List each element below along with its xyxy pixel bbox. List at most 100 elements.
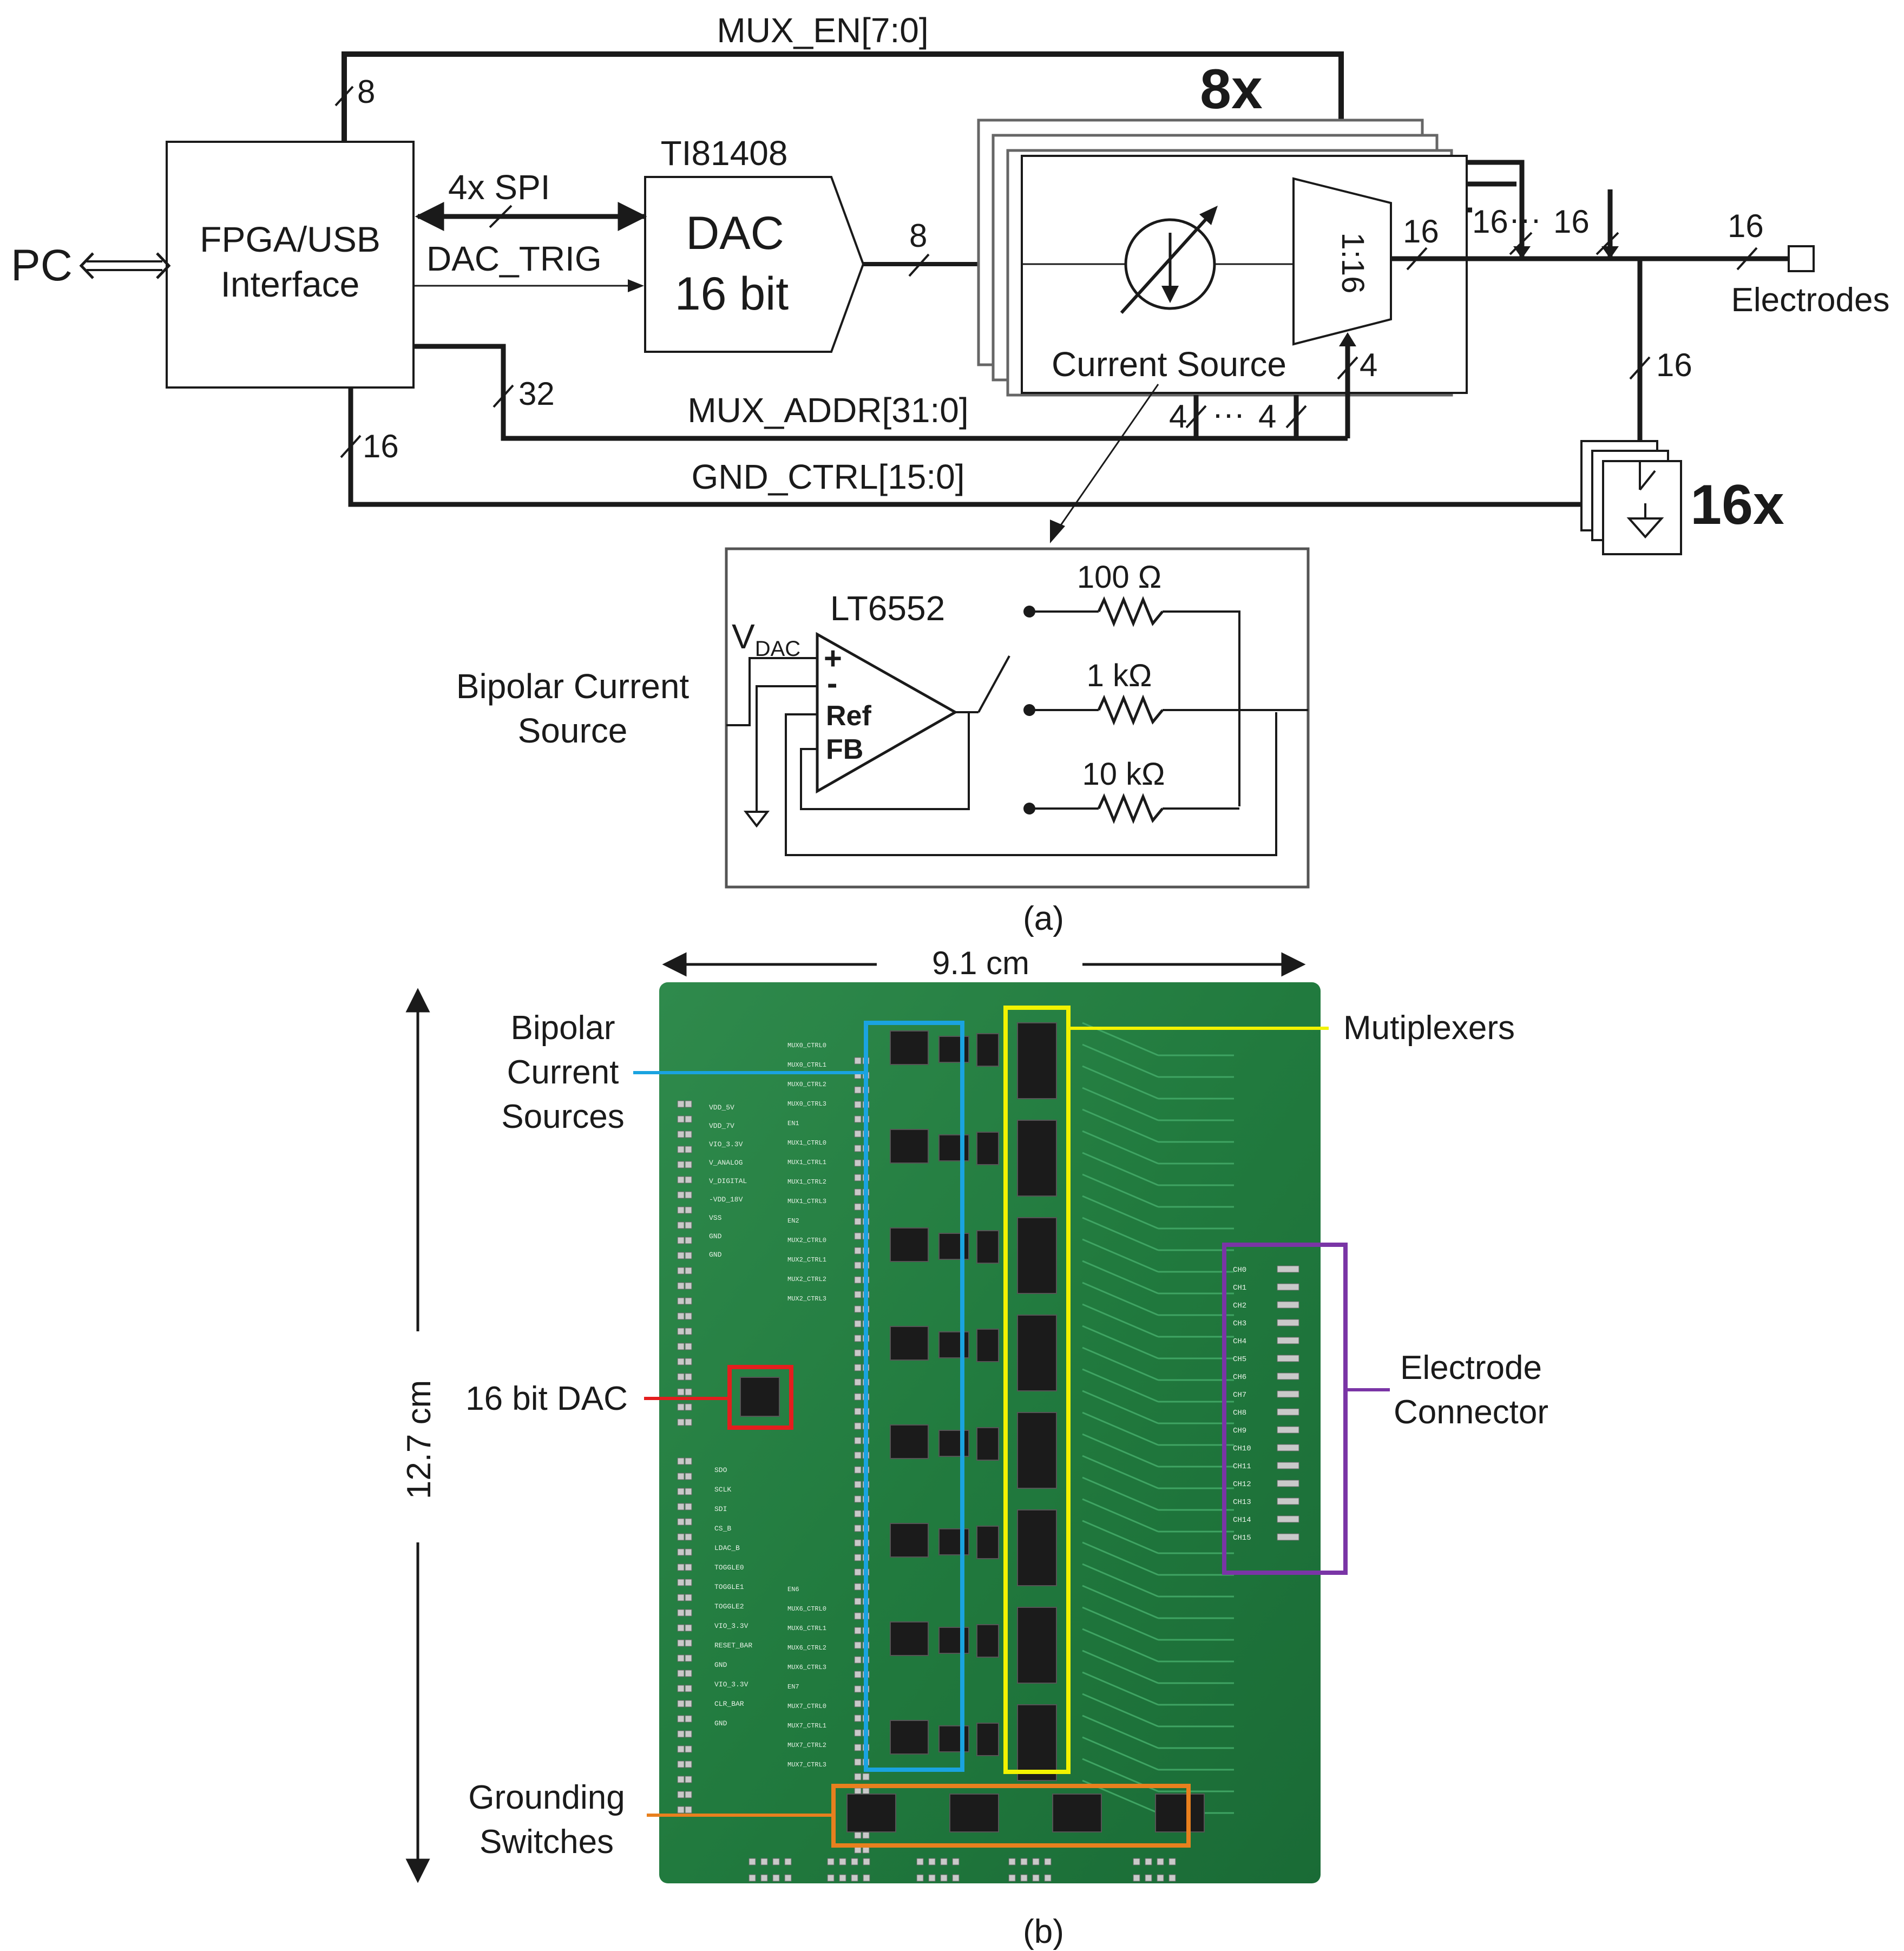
control-pin-header xyxy=(854,1276,862,1284)
left-pin-header xyxy=(677,1473,685,1480)
pcb-trace xyxy=(1082,1260,1159,1295)
control-pin-header xyxy=(854,1232,862,1240)
channel-label: CH4 xyxy=(1233,1337,1246,1346)
bottom-pin-header xyxy=(863,1858,870,1865)
left-pin-header xyxy=(677,1715,685,1723)
left-pin-header xyxy=(677,1297,685,1305)
label-electrode-line2: Connector xyxy=(1394,1394,1548,1431)
control-pin-header xyxy=(854,1627,862,1634)
bottom-pin-header xyxy=(1157,1874,1164,1882)
left-pin-header xyxy=(685,1685,692,1692)
left-pin-header xyxy=(685,1579,692,1586)
control-pin-header xyxy=(854,1656,862,1664)
left-pin-header xyxy=(677,1670,685,1677)
control-pin-header xyxy=(854,1598,862,1605)
left-pin-header xyxy=(685,1791,692,1798)
pcb-trace xyxy=(1082,1606,1159,1641)
dac-chip xyxy=(740,1377,780,1417)
channel-label: CH5 xyxy=(1233,1355,1246,1364)
bottom-pin-header xyxy=(1032,1874,1040,1882)
left-pin-header xyxy=(685,1358,692,1365)
mux-addr-label: MUX_ADDR[31:0] xyxy=(687,391,968,430)
label-bipolar-line3: Sources xyxy=(501,1098,624,1135)
silkscreen-label: SDO xyxy=(714,1466,727,1474)
silkscreen-label: GND xyxy=(714,1719,727,1727)
left-pin-header xyxy=(677,1624,685,1632)
label-bipolar-line1: Bipolar xyxy=(511,1009,615,1047)
caption-b: (b) xyxy=(1023,1913,1064,1950)
left-pin-header xyxy=(677,1221,685,1229)
channel-label: CH10 xyxy=(1233,1444,1251,1453)
silkscreen-label: MUX0_CTRL0 xyxy=(787,1042,826,1049)
silkscreen-label: VIO_3.3V xyxy=(714,1680,749,1689)
left-pin-header xyxy=(685,1594,692,1601)
bottom-pin-header xyxy=(1032,1858,1040,1865)
left-pin-header xyxy=(677,1115,685,1123)
bipolar-source-inset: Bipolar Current Source LT6552 VDAC + - R… xyxy=(456,547,1310,889)
left-pin-header xyxy=(685,1457,692,1465)
bottom-pin-header xyxy=(827,1858,835,1865)
jumper-component xyxy=(976,1329,999,1362)
channel-label: CH2 xyxy=(1233,1302,1246,1310)
label-grounding-line1: Grounding xyxy=(468,1779,625,1816)
control-pin-header xyxy=(854,1583,862,1591)
silkscreen-label: MUX2_CTRL0 xyxy=(787,1237,826,1244)
channel-multiplier: 8x xyxy=(1200,58,1263,121)
pcb-trace xyxy=(1082,1736,1159,1771)
silkscreen-label: -VDD_18V xyxy=(709,1195,743,1204)
silkscreen-label: GND xyxy=(709,1232,722,1240)
bottom-pin-header xyxy=(1133,1858,1140,1865)
electrode-pin xyxy=(1277,1283,1299,1291)
fpga-usb-box xyxy=(166,141,415,389)
mux-addr-width: 32 xyxy=(518,376,555,412)
control-pin-header xyxy=(862,1773,870,1781)
left-pin-header xyxy=(677,1282,685,1290)
mux-en-slash xyxy=(334,86,354,107)
mux-out-width: 16 xyxy=(1403,213,1439,249)
bottom-pin-header xyxy=(1044,1858,1052,1865)
channel-label: CH15 xyxy=(1233,1534,1251,1542)
grounding-switch-chip xyxy=(1155,1794,1205,1832)
multiplexer-chip xyxy=(1017,1509,1057,1586)
pc-link-arrow xyxy=(79,252,171,279)
pcb-trace xyxy=(1082,1628,1159,1663)
grounding-switch-chip xyxy=(949,1794,999,1832)
bottom-pin-header xyxy=(839,1874,846,1882)
pin-minus: - xyxy=(827,666,837,701)
silkscreen-label: MUX7_CTRL0 xyxy=(787,1703,826,1710)
bottom-pin-header xyxy=(772,1858,780,1865)
left-pin-header xyxy=(677,1100,685,1108)
opamp-chip xyxy=(890,1424,929,1459)
bottom-pin-header xyxy=(1008,1858,1016,1865)
bottom-pin-header xyxy=(1044,1874,1052,1882)
pcb-trace xyxy=(1082,1411,1159,1446)
pcb-trace xyxy=(1082,1043,1159,1078)
pcb-trace xyxy=(1082,1217,1159,1251)
pcb-trace xyxy=(1082,1282,1159,1316)
control-pin-header xyxy=(854,1437,862,1444)
pcb-trace xyxy=(1082,1520,1159,1554)
left-pin-header xyxy=(677,1403,685,1411)
left-pin-header xyxy=(685,1115,692,1123)
left-pin-header xyxy=(685,1488,692,1495)
channel-label: CH8 xyxy=(1233,1409,1246,1417)
channel-label: CH9 xyxy=(1233,1427,1246,1435)
pcb-trace xyxy=(1082,1087,1159,1121)
electrode-pin xyxy=(1277,1497,1299,1505)
channel-label: CH1 xyxy=(1233,1284,1246,1292)
left-pin-header xyxy=(685,1806,692,1814)
left-pin-header xyxy=(685,1564,692,1571)
left-pin-header xyxy=(685,1343,692,1350)
multiplexer-chip xyxy=(1017,1607,1057,1684)
bottom-pin-header xyxy=(863,1874,870,1882)
left-pin-header xyxy=(677,1312,685,1320)
electrode-pin xyxy=(1277,1408,1299,1416)
silkscreen-label: MUX1_CTRL0 xyxy=(787,1139,826,1147)
jumper-component xyxy=(976,1526,999,1559)
bottom-pin-header xyxy=(749,1858,756,1865)
left-pin-header xyxy=(685,1237,692,1244)
pcb-photo: 9.1 cm 12.7 cm VDD_5VVDD_7VVIO_3.3VV_ANA… xyxy=(401,945,1548,1883)
silkscreen-label: MUX1_CTRL2 xyxy=(787,1178,826,1186)
multiplexer-chip xyxy=(1017,1704,1057,1781)
opamp-chip xyxy=(890,1621,929,1656)
